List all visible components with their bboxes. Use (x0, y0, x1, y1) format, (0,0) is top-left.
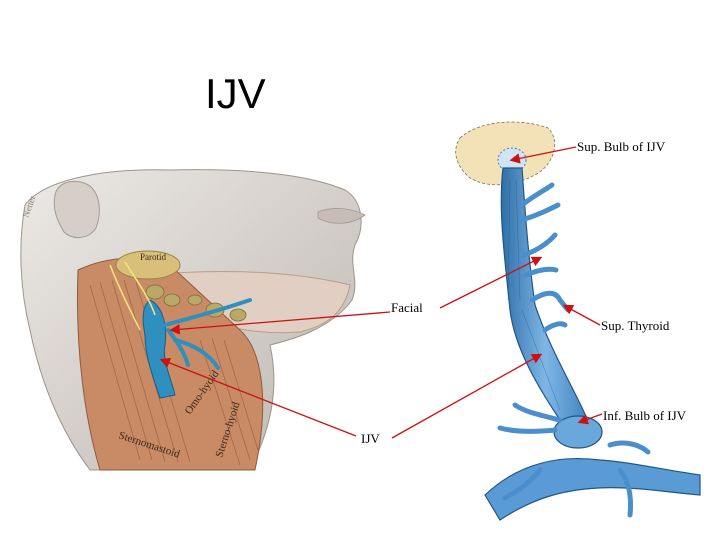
arrow-facial-left (169, 311, 391, 335)
arrow-ijv-left (159, 358, 357, 437)
neck-dissection-illustration: Parotid Omo-hyoid Sterno-hyoid Sternomas… (20, 169, 366, 471)
ear (53, 180, 100, 238)
callout-sup-thyroid: Sup. Thyroid (601, 318, 670, 333)
arrow-sup-bulb (509, 146, 577, 164)
ijv-trunk (500, 167, 591, 426)
arrow-facial-right (439, 256, 543, 309)
callout-inf-bulb: Inf. Bulb of IJV (603, 408, 687, 423)
callout-facial: Facial (391, 300, 423, 315)
nerves (109, 261, 156, 331)
callout-sup-bulb: Sup. Bulb of IJV (577, 139, 666, 154)
lips (317, 208, 366, 224)
label-parotid: Parotid (140, 252, 166, 262)
arrow-sup-thyroid (562, 304, 601, 326)
arrow-ijv-right (391, 353, 543, 439)
callout-ijv: IJV (361, 431, 380, 446)
ijv-in-neck (142, 299, 176, 399)
arrow-inf-bulb (577, 413, 603, 425)
callout-arrows (159, 146, 603, 439)
ijv-isolated-illustration (455, 121, 701, 521)
tributaries (497, 182, 651, 518)
page-title: IJV (205, 70, 266, 117)
